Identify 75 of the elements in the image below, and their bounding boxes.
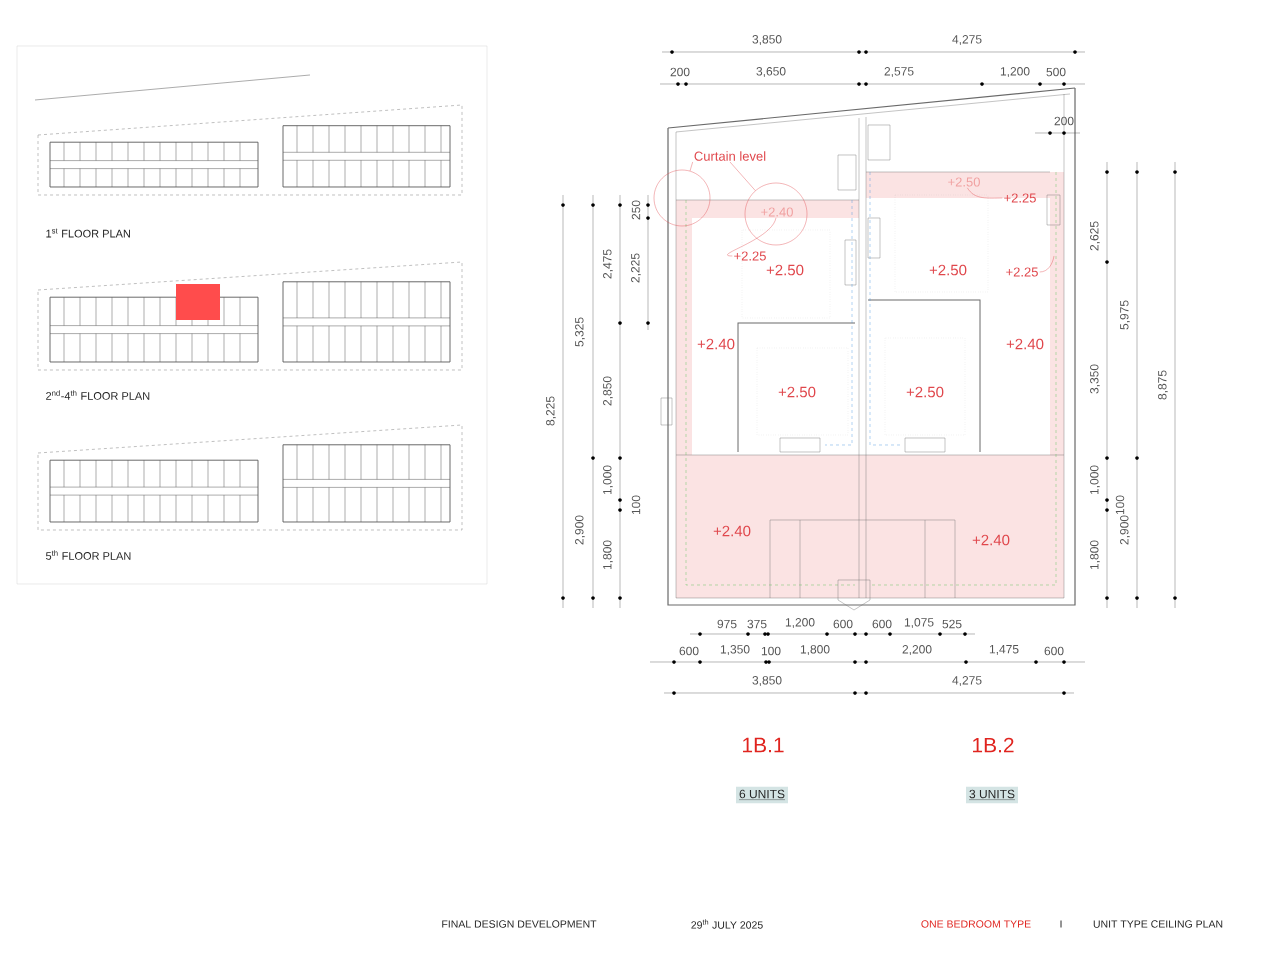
dimension-text: 2,625	[1090, 221, 1100, 251]
dimension-text: 4,275	[952, 35, 982, 45]
dimension-text: 1,350	[720, 645, 750, 655]
leader-line	[689, 161, 693, 172]
dimension-text: 1,200	[785, 618, 815, 628]
floor-plan-title: 1$^{st}$ FLOOR PLAN	[46, 228, 130, 238]
dimension-text: 2,900	[1120, 515, 1130, 545]
footer-text: I	[1060, 920, 1062, 928]
floor-plan-title: 5$^{th}$ FLOOR PLAN	[46, 550, 131, 560]
dimension-text: 1,800	[1090, 540, 1100, 570]
ceiling-height-label: +2.25	[734, 251, 766, 261]
dimension-text: 5,975	[1120, 300, 1130, 330]
unit-type-label: 1B.2	[973, 737, 1014, 753]
ceiling-height-label: +2.50	[906, 386, 944, 398]
dimension-text: 600	[1044, 646, 1064, 656]
dimension-text: 100	[1115, 495, 1125, 515]
ceiling-height-label: +2.50	[929, 264, 967, 276]
footer-text: ONE BEDROOM TYPE	[921, 920, 1031, 928]
floor-plan-title: 2$^{nd}$-4$^{th}$ FLOOR PLAN	[46, 390, 150, 400]
dimension-text: 4,275	[952, 676, 982, 686]
dimension-text: 200	[670, 67, 690, 77]
footer-text: FINAL DESIGN DEVELOPMENT	[442, 920, 597, 928]
leader-line	[729, 161, 756, 191]
callout-circle	[744, 182, 808, 246]
leader-line	[967, 187, 1003, 199]
dimension-text: 375	[747, 619, 767, 629]
dimension-text: 1,075	[904, 618, 934, 628]
dimension-text: 975	[717, 619, 737, 629]
dimension-text: 2,900	[575, 515, 585, 545]
ceiling-height-label: +2.50	[948, 177, 980, 187]
dimension-text: 1,475	[989, 645, 1019, 655]
dimension-text: 500	[1046, 67, 1066, 77]
dimension-text: 2,850	[603, 376, 613, 406]
dimension-text: 3,650	[756, 67, 786, 77]
dimension-text: 600	[833, 619, 853, 629]
dimension-text: 250	[631, 200, 641, 220]
dimension-text: 100	[761, 646, 781, 656]
callout-text: Curtain level	[694, 151, 766, 161]
dimension-text: 8,875	[1158, 370, 1168, 400]
dimension-text: 600	[872, 619, 892, 629]
dimension-text: 2,225	[631, 253, 641, 283]
footer-text: UNIT TYPE CEILING PLAN	[1093, 920, 1223, 928]
dimension-text: 1,800	[800, 645, 830, 655]
dimension-text: 1,000	[603, 465, 613, 495]
dimension-text: 2,200	[902, 645, 932, 655]
leader-line	[1039, 255, 1055, 273]
dimension-text: 2,575	[884, 67, 914, 77]
ceiling-height-label: +2.25	[1004, 193, 1036, 203]
dimension-text: 2,475	[603, 249, 613, 279]
dimension-text: 8,225	[546, 396, 556, 426]
ceiling-height-label: +2.40	[1006, 338, 1044, 350]
ceiling-height-label: +2.40	[972, 534, 1010, 546]
ceiling-height-label: +2.50	[778, 386, 816, 398]
leader-line	[727, 217, 777, 257]
ceiling-height-label: +2.40	[697, 338, 735, 350]
unit-type-label: 1B.1	[743, 737, 784, 753]
dimension-text: 5,325	[575, 317, 585, 347]
unit-count-label: 3 UNITS	[966, 786, 1018, 804]
dimension-text: 100	[631, 495, 641, 515]
ceiling-height-label: +2.50	[766, 264, 804, 276]
callout-circle	[653, 169, 711, 227]
ceiling-height-label: +2.25	[1006, 267, 1038, 277]
dimension-text: 1,200	[1000, 67, 1030, 77]
unit-count-label: 6 UNITS	[736, 786, 788, 804]
ceiling-height-label: +2.40	[761, 207, 793, 217]
dimension-text: 3,850	[752, 35, 782, 45]
dimension-text: 525	[942, 619, 962, 629]
dimension-text: 1,000	[1090, 465, 1100, 495]
dimension-text: 200	[1054, 116, 1074, 126]
footer-text: 29$^{th}$ JULY 2025	[691, 919, 763, 929]
ceiling-height-label: +2.40	[713, 525, 751, 537]
dimension-text: 1,800	[603, 540, 613, 570]
dimension-text: 600	[679, 646, 699, 656]
dimension-text: 3,350	[1090, 364, 1100, 394]
dimension-text: 3,850	[752, 676, 782, 686]
